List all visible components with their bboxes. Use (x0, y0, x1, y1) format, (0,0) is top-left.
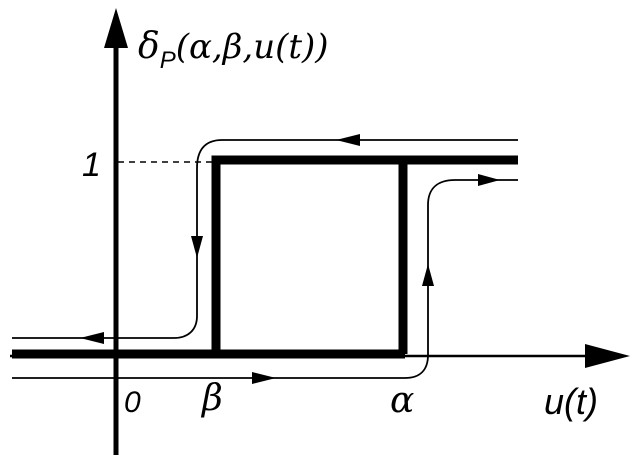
y-label-symbol: δ (138, 26, 160, 67)
arrow-up-alpha (422, 264, 434, 286)
arrow-right-upper (478, 174, 500, 186)
alpha-label: α (390, 380, 414, 421)
x-axis-arrowhead (585, 344, 630, 368)
x-axis-label: u(t) (544, 381, 598, 422)
y-label-args: (α,β,u(t)) (176, 27, 329, 67)
arrow-left-upper (336, 134, 360, 146)
arrow-right-lower (252, 372, 276, 384)
y-label-subscript: P (160, 47, 176, 74)
y-axis-arrowhead (104, 8, 128, 48)
hysteresis-loop-rect (211, 155, 518, 354)
arrow-left-lower (80, 332, 104, 344)
tick-zero-label: 0 (124, 386, 141, 419)
y-axis-label: δP(α,β,u(t)) (138, 26, 329, 74)
arrow-down-beta (191, 236, 203, 258)
tick-one-label: 1 (82, 146, 101, 184)
beta-label: β (200, 378, 223, 419)
trajectory-increasing (12, 179, 518, 379)
